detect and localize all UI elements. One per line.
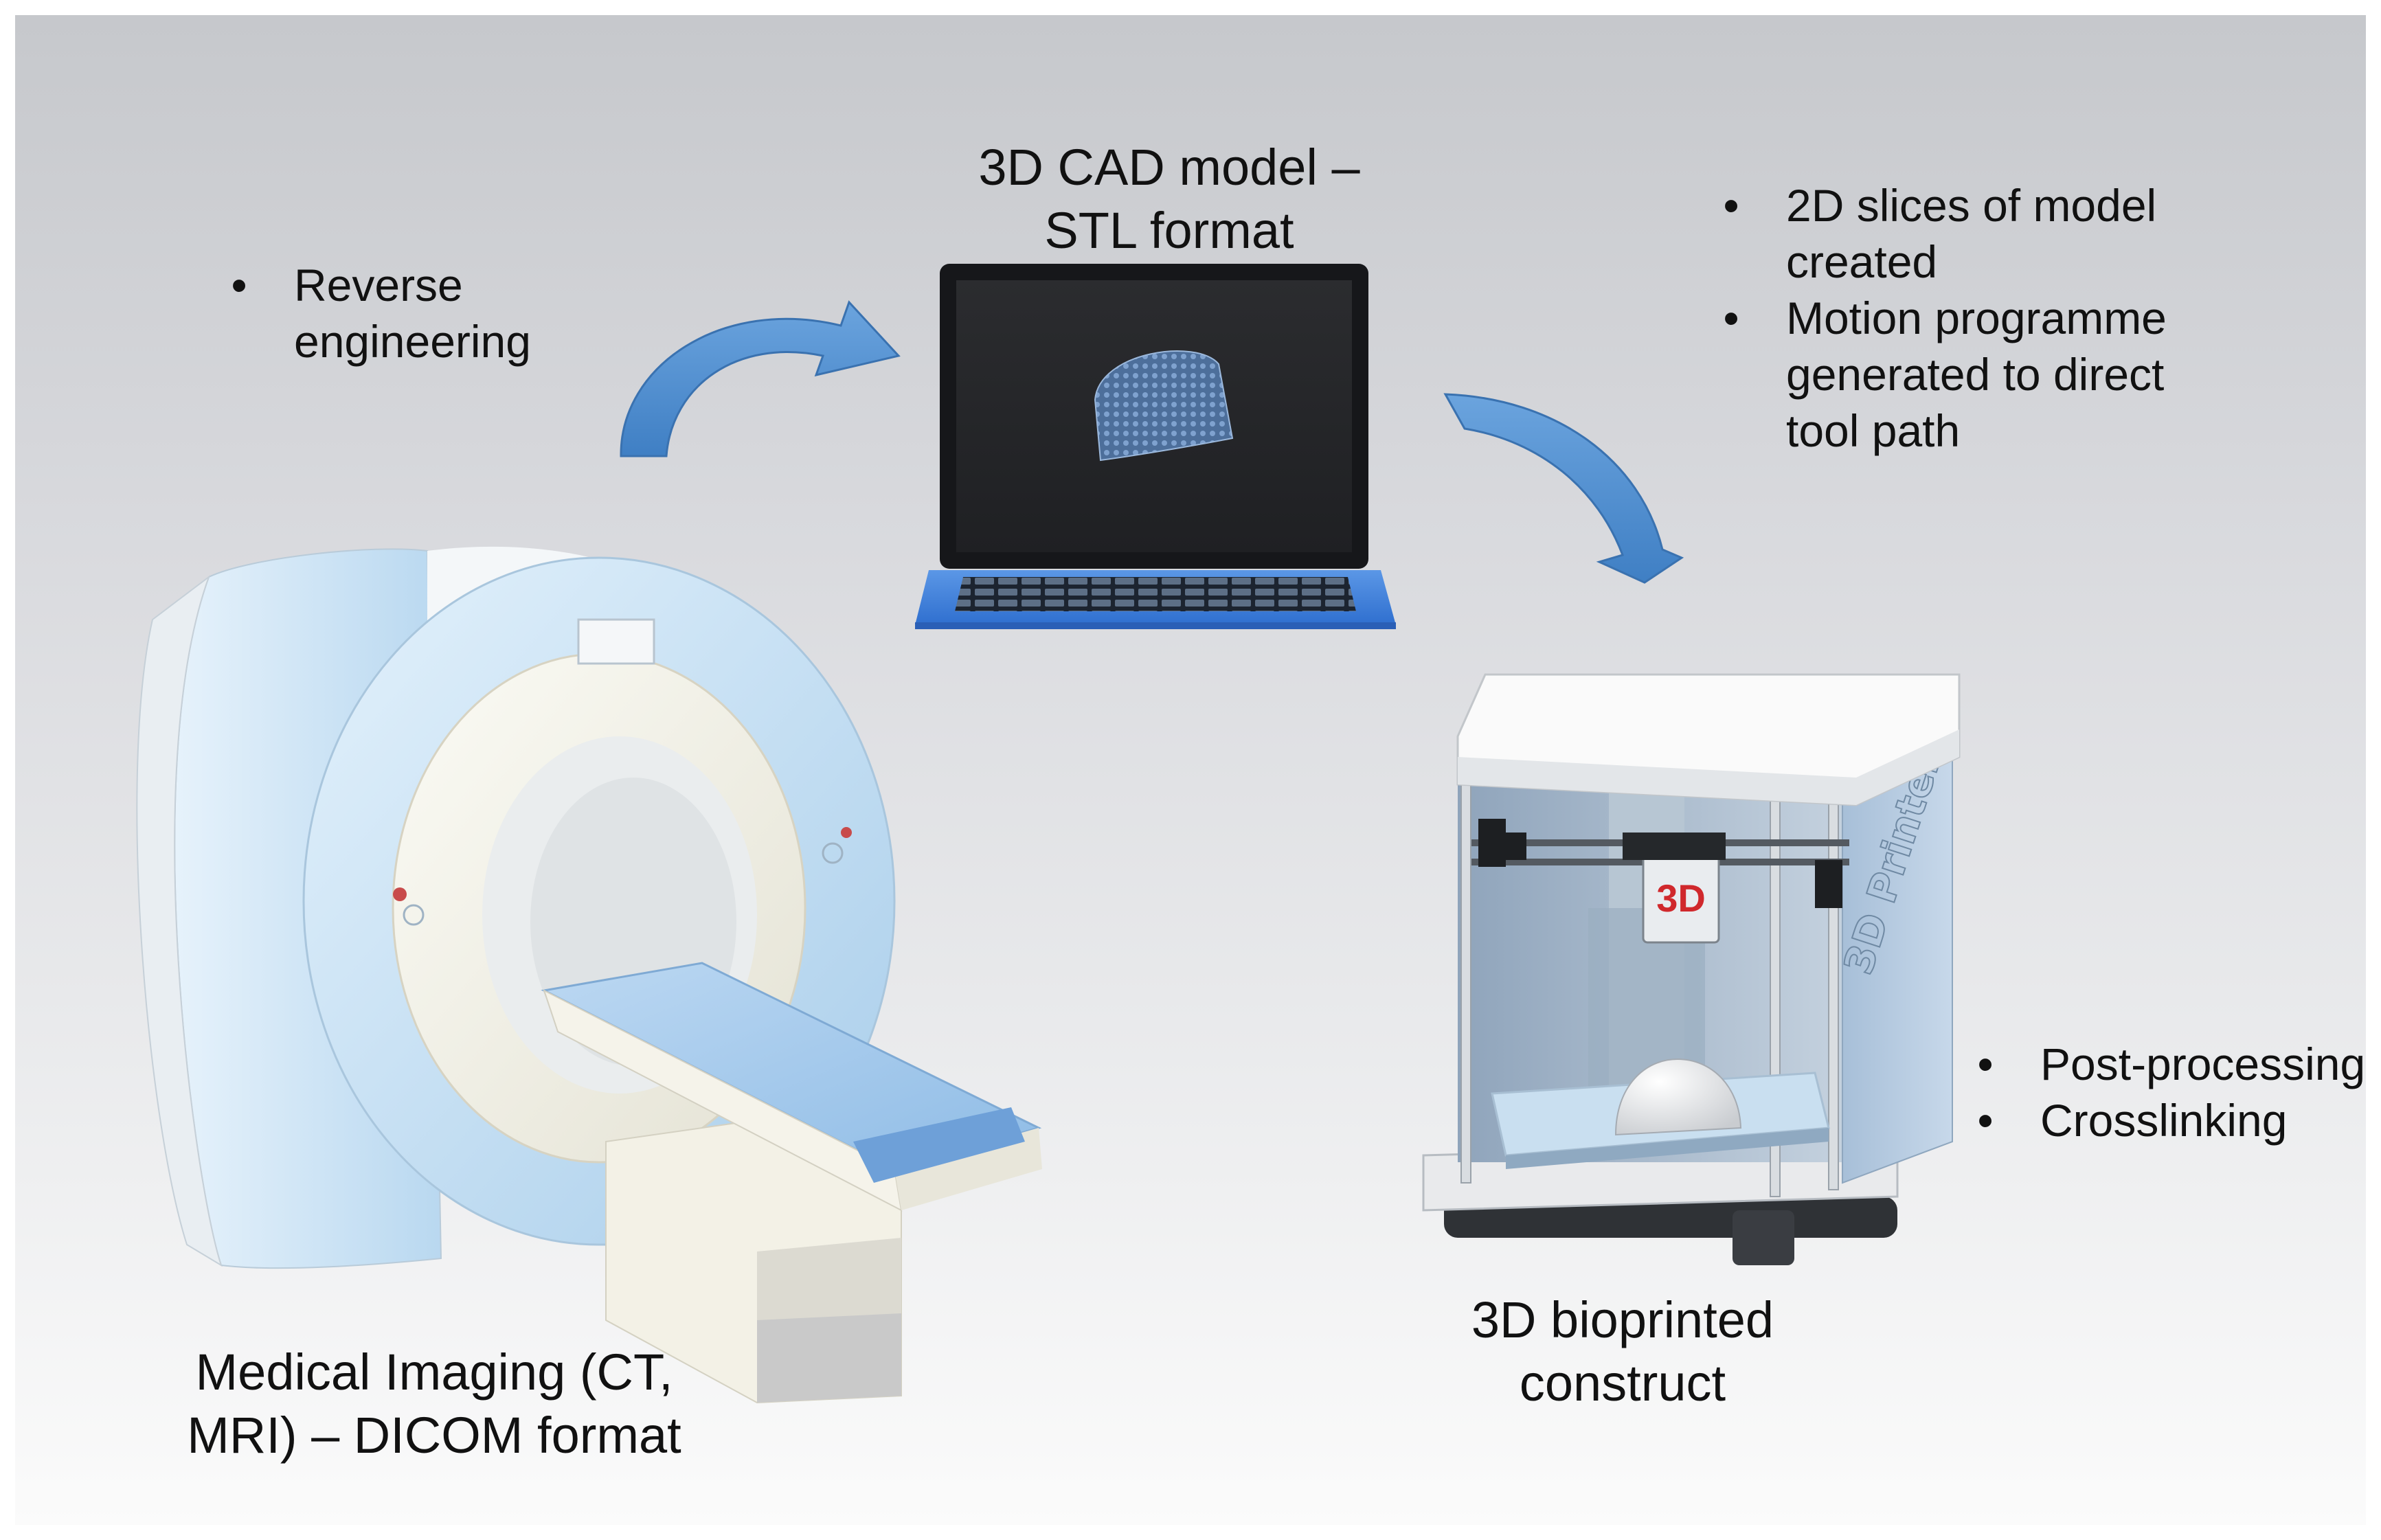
- illustration-layer: 3D Printer 3D: [136, 264, 1961, 1404]
- label-line: 3D bioprinted: [1471, 1291, 1774, 1348]
- bullet-item: Post-processing: [1965, 1036, 2365, 1092]
- printer-badge: 3D: [1656, 876, 1706, 920]
- bullet-line: generated to direct: [1786, 349, 2165, 400]
- bullet-item: Crosslinking: [1965, 1092, 2365, 1148]
- bullet-line: Crosslinking: [2040, 1095, 2288, 1146]
- bullet-line: engineering: [294, 316, 531, 367]
- bullet-line: created: [1786, 236, 1938, 287]
- hemisphere-construct-icon: [1614, 1058, 1742, 1136]
- bullet-item: Reverse engineering: [218, 257, 531, 370]
- 3d-printer-icon: 3D Printer 3D: [1422, 673, 1961, 1265]
- bioprinted-construct-label: 3D bioprinted construct: [1410, 1289, 1836, 1415]
- label-line: MRI) – DICOM format: [187, 1407, 681, 1464]
- reverse-engineering-bullets: Reverse engineering: [218, 257, 531, 370]
- label-line: Medical Imaging (CT,: [195, 1344, 673, 1401]
- medical-imaging-label: Medical Imaging (CT, MRI) – DICOM format: [139, 1341, 730, 1467]
- slicing-bullets: 2D slices of model created Motion progra…: [1711, 177, 2167, 459]
- label-line: construct: [1519, 1355, 1726, 1412]
- bullet-line: Motion programme: [1786, 293, 2167, 343]
- bullet-line: Reverse: [294, 260, 463, 310]
- arrow-curved-right-icon: [620, 300, 901, 457]
- label-line: STL format: [1044, 202, 1294, 259]
- workflow-diagram: 3D Printer 3D 3D CAD model – STL format …: [15, 15, 2366, 1525]
- bullet-item: Motion programme generated to direct too…: [1711, 290, 2167, 459]
- arrow-curved-down-icon: [1443, 393, 1684, 584]
- laptop-icon: [915, 264, 1396, 629]
- bullet-line: 2D slices of model: [1786, 180, 2157, 231]
- cad-model-label: 3D CAD model – STL format: [908, 136, 1430, 262]
- mri-scanner-icon: [136, 546, 1042, 1404]
- bullet-line: Post-processing: [2040, 1039, 2366, 1089]
- bullet-line: tool path: [1786, 405, 1961, 456]
- bullet-item: 2D slices of model created: [1711, 177, 2167, 290]
- label-line: 3D CAD model –: [978, 139, 1360, 196]
- post-processing-bullets: Post-processing Crosslinking: [1965, 1036, 2365, 1148]
- mesh-model-icon: [1094, 350, 1234, 462]
